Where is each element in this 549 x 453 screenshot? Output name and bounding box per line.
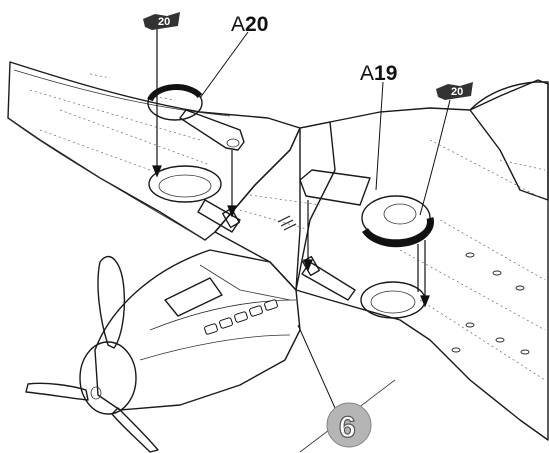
gear-door-a19 (299, 169, 434, 248)
tail-fin (469, 81, 549, 201)
exhaust-stacks (204, 299, 278, 335)
propeller-blade-top (97, 255, 126, 349)
cowl-bulge (164, 277, 223, 317)
right-wing-panel-lines (399, 139, 546, 381)
callout-leaders (199, 31, 451, 216)
step-badge: 6 (326, 402, 372, 448)
part-callout-a20: A20 (231, 13, 268, 36)
vent-grid (277, 215, 297, 231)
propeller-blade-bottom (111, 407, 159, 453)
gear-door-a20 (147, 84, 245, 151)
part-callout-a19: A19 (360, 62, 397, 85)
left-wheel-well (148, 165, 241, 233)
glue-badge-right-text: 20 (451, 86, 463, 98)
left-wing-underside (7, 117, 206, 241)
right-wing-rivets (451, 252, 530, 355)
fuselage-nose (94, 249, 301, 411)
glue-badge-left: 20 (143, 12, 180, 30)
wing-center-panel (239, 194, 321, 231)
fuselage-nose-lines (139, 264, 297, 361)
glue-badge-right: 20 (436, 82, 473, 100)
glue-badge-left-text: 20 (158, 16, 170, 28)
right-wheel-well (301, 255, 426, 319)
step-number-text: 6 (339, 411, 356, 444)
step-leader (297, 324, 336, 409)
left-wing-leading-edge (13, 69, 231, 117)
propeller-spinner (79, 341, 137, 415)
left-wing (7, 61, 301, 241)
right-wing (295, 79, 549, 441)
assembly-arrows (152, 26, 430, 308)
propeller-blade-left (25, 382, 89, 401)
